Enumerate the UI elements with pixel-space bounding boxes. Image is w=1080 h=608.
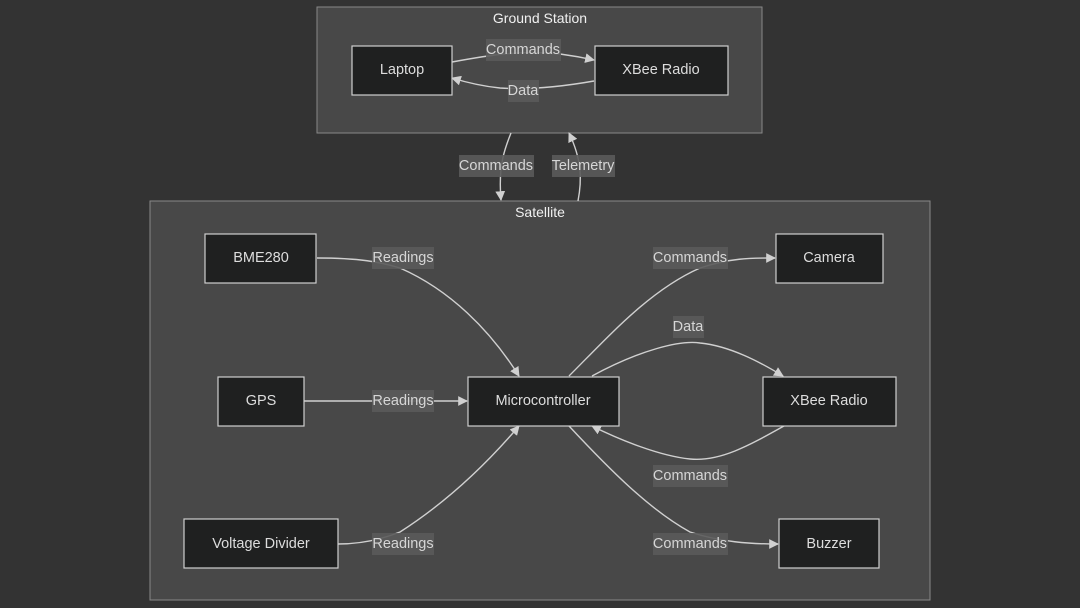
- cluster-title-ground-station: Ground Station: [493, 10, 587, 26]
- svg-text:Readings: Readings: [372, 393, 433, 409]
- edge-label-mcu-to-buzzer: Commands: [653, 533, 728, 555]
- svg-text:XBee Radio: XBee Radio: [790, 393, 867, 409]
- edge-label-mcu-to-camera: Commands: [653, 247, 728, 269]
- svg-text:Voltage Divider: Voltage Divider: [212, 536, 310, 552]
- node-camera[interactable]: Camera: [775, 233, 884, 284]
- node-laptop[interactable]: Laptop: [351, 45, 453, 96]
- svg-text:Commands: Commands: [459, 158, 533, 174]
- svg-text:Microcontroller: Microcontroller: [495, 393, 590, 409]
- edge-label-vdiv-to-mcu: Readings: [372, 533, 434, 555]
- svg-text:Camera: Camera: [803, 250, 856, 266]
- svg-text:GPS: GPS: [246, 393, 277, 409]
- node-gs-xbee-radio[interactable]: XBee Radio: [594, 45, 729, 96]
- svg-text:Readings: Readings: [372, 250, 433, 266]
- edge-label-laptop-to-gs-xbee: Commands: [486, 39, 561, 61]
- edge-gs-xbee-to-laptop: [451, 75, 595, 90]
- edge-label-sat-xbee-to-mcu: Commands: [653, 465, 728, 487]
- edge-label-gs-xbee-to-laptop: Data: [508, 80, 540, 102]
- node-buzzer[interactable]: Buzzer: [778, 518, 880, 569]
- node-voltage-divider[interactable]: Voltage Divider: [183, 518, 339, 569]
- edge-label-mcu-to-sat-xbee: Data: [673, 316, 705, 338]
- cluster-title-satellite: Satellite: [515, 204, 565, 220]
- edge-mcu-to-buzzer: [568, 425, 779, 549]
- svg-text:Commands: Commands: [486, 42, 560, 58]
- edge-label-ground-to-satellite: Commands: [459, 155, 534, 177]
- edge-mcu-to-camera: [568, 253, 776, 377]
- edge-label-bme280-to-mcu: Readings: [372, 247, 434, 269]
- svg-text:Readings: Readings: [372, 536, 433, 552]
- edge-label-satellite-to-ground: Telemetry: [552, 155, 616, 177]
- node-sat-xbee-radio[interactable]: XBee Radio: [762, 376, 897, 427]
- svg-text:Commands: Commands: [653, 468, 727, 484]
- svg-text:Data: Data: [673, 319, 705, 335]
- edge-vdiv-to-mcu: [337, 425, 520, 545]
- svg-text:Commands: Commands: [653, 536, 727, 552]
- edge-sat-xbee-to-mcu: [591, 425, 785, 461]
- svg-text:Laptop: Laptop: [380, 62, 424, 78]
- svg-text:Data: Data: [508, 83, 540, 99]
- svg-text:Buzzer: Buzzer: [806, 536, 851, 552]
- node-microcontroller[interactable]: Microcontroller: [467, 376, 620, 427]
- svg-text:XBee Radio: XBee Radio: [622, 62, 699, 78]
- svg-text:Telemetry: Telemetry: [552, 158, 616, 174]
- node-bme280[interactable]: BME280: [204, 233, 317, 284]
- svg-text:Commands: Commands: [653, 250, 727, 266]
- node-gps[interactable]: GPS: [217, 376, 305, 427]
- edge-mcu-to-sat-xbee: [591, 341, 784, 377]
- edge-bme280-to-mcu: [316, 257, 520, 377]
- svg-text:BME280: BME280: [233, 250, 289, 266]
- edge-label-gps-to-mcu: Readings: [372, 390, 434, 412]
